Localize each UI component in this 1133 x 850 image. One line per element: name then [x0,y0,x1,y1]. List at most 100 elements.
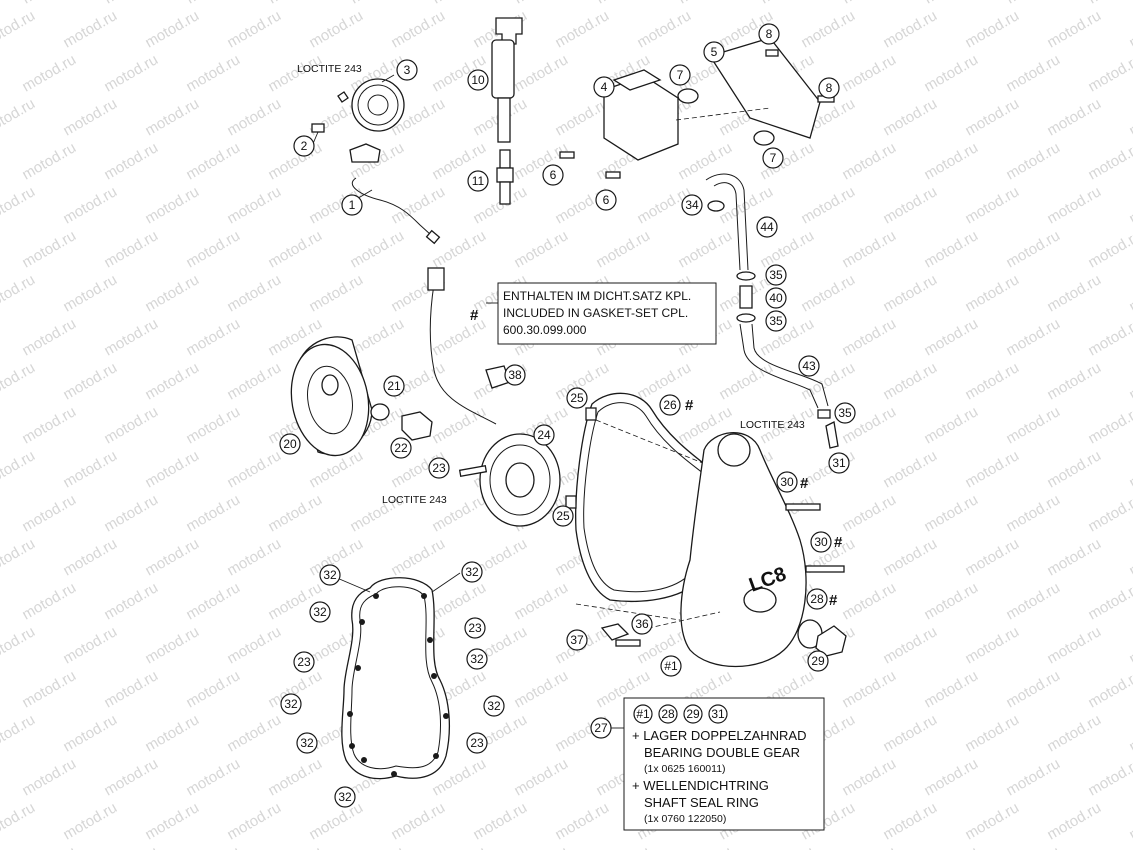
watermark-text: motod.ru [552,799,612,843]
watermark-text: motod.ru [429,315,489,359]
watermark-text: motod.ru [388,799,448,843]
leader-3 [381,74,395,83]
watermark-text: motod.ru [962,799,1022,843]
gasket-bolt-hole [361,757,367,763]
watermark-text: motod.ru [224,535,284,579]
flywheel-nut [401,411,433,441]
watermark-text: motod.ru [1126,7,1133,51]
watermark-text: motod.ru [1003,403,1063,447]
watermark-text: motod.ru [429,0,489,7]
watermark-text: motod.ru [962,711,1022,755]
watermark-text: motod.ru [552,95,612,139]
retaining-clip [600,623,630,641]
gasket-bolt-hole [433,753,439,759]
watermark-text: motod.ru [347,843,407,850]
cover-plug [815,625,847,657]
svg-text:44: 44 [760,220,774,234]
watermark-text: motod.ru [429,403,489,447]
callout-10: 10 [467,69,489,91]
watermark-text: motod.ru [306,799,366,843]
watermark-text: motod.ru [757,0,817,7]
watermark-text: motod.ru [511,843,571,850]
breather-connector [739,285,753,309]
cover-gasket [341,577,450,780]
watermark-text: motod.ru [19,227,79,271]
cdi-group [559,37,835,179]
kit-note-line1: + LAGER DOPPELZAHNRAD [632,728,806,743]
svg-text:32: 32 [465,565,479,579]
dowel-lower [565,495,577,509]
watermark-text: motod.ru [880,359,940,403]
watermark-text: motod.ru [962,623,1022,667]
svg-text:7: 7 [770,151,777,165]
stator-screw [458,465,488,477]
svg-text:1: 1 [349,198,356,212]
watermark-text: motod.ru [921,0,981,7]
watermark-text: motod.ru [306,271,366,315]
svg-text:32: 32 [487,699,501,713]
watermark-text: motod.ru [1003,0,1063,7]
watermark-text: motod.ru [0,623,38,667]
watermark-text: motod.ru [101,403,161,447]
callout-35b: 35 [765,310,787,332]
gasket-bolt-hole [443,713,449,719]
watermark-text: motod.ru [1044,183,1104,227]
hash-mark-note: # [470,307,479,324]
hash-mark-28: # [829,592,838,609]
kit-note-line5: SHAFT SEAL RING [644,795,759,810]
watermark-text: motod.ru [839,667,899,711]
watermark-text: motod.ru [962,183,1022,227]
watermark-text: motod.ru [306,7,366,51]
watermark-text: motod.ru [593,843,653,850]
watermark-text: motod.ru [60,7,120,51]
stator-connector [427,267,445,291]
gasket-bolt-hole [349,743,355,749]
ignition-coil-boot [497,97,511,143]
callout-29: 29 [807,650,829,672]
svg-text:35: 35 [838,406,852,420]
watermark-text: motod.ru [921,755,981,799]
watermark-text: motod.ru [60,271,120,315]
watermark-text: motod.ru [183,755,243,799]
watermark-text: motod.ru [880,7,940,51]
watermark-text: motod.ru [101,843,161,850]
watermark-text: motod.ru [1003,315,1063,359]
hose-clamp-lower [736,313,756,323]
watermark-text: motod.ru [429,227,489,271]
watermark-text: motod.ru [265,843,325,850]
kit-note-line6: (1x 0760 122050) [644,813,726,825]
callout-22: 22 [390,437,412,459]
watermark-text: motod.ru [1085,755,1133,799]
watermark-text: motod.ru [1126,95,1133,139]
pickup-sensor-body [349,143,381,163]
watermark-text: motod.ru [347,0,407,7]
watermark-text: motod.ru [880,799,940,843]
svg-text:34: 34 [685,198,699,212]
pickup-sensor-group [311,78,441,245]
watermark-text: motod.ru [224,271,284,315]
watermark-text: motod.ru [183,139,243,183]
watermark-text: motod.ru [60,95,120,139]
watermark-text: motod.ru [183,51,243,95]
callout-32b: 32 [461,561,483,583]
cover-screw-upper [785,503,821,511]
breather-nipple [825,421,839,449]
callout-35c: 35 [834,402,856,424]
svg-text:40: 40 [769,291,783,305]
watermark-text: motod.ru [0,183,38,227]
watermark-text: motod.ru [0,447,38,491]
svg-text:29: 29 [686,707,700,721]
svg-text:#1: #1 [664,659,678,673]
callout-43: 43 [798,355,820,377]
watermark-text: motod.ru [962,7,1022,51]
watermark-text: motod.ru [839,491,899,535]
watermark-text: motod.ru [142,447,202,491]
watermark-text: motod.ru [880,711,940,755]
watermark-text: motod.ru [142,271,202,315]
spark-plug-thread [499,181,511,205]
stator-cable [429,283,497,425]
watermark-text: motod.ru [142,799,202,843]
breather-hose-upper-a [705,173,749,271]
watermark-text: motod.ru [1085,403,1133,447]
rubber-grommet-upper [677,88,699,104]
